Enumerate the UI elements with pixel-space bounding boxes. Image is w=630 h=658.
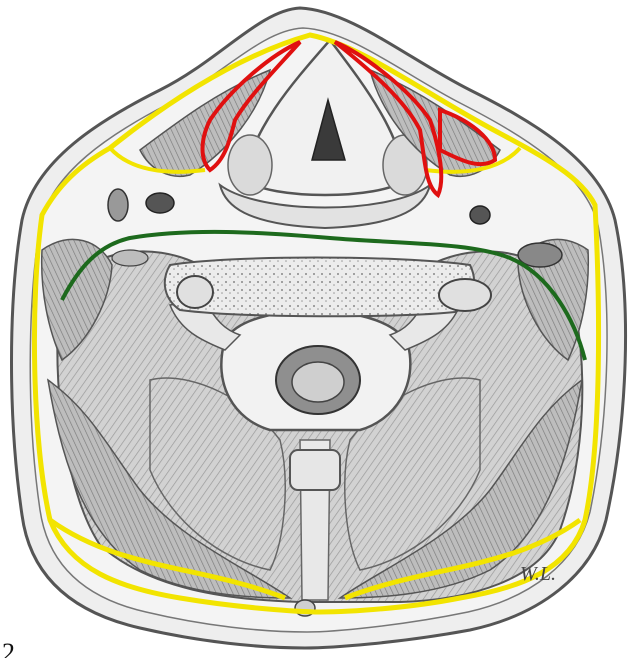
spinal-cord	[292, 362, 344, 402]
jugular-right	[518, 243, 562, 267]
jugular-left	[108, 189, 128, 221]
corner-label: 2	[2, 640, 15, 658]
spinous-process	[290, 450, 340, 490]
thyroid-lobe-left	[228, 135, 272, 195]
carotid-right	[470, 206, 490, 224]
carotid-left	[146, 193, 174, 213]
vertebral-artery-right	[439, 279, 491, 311]
signature-lettering: W.L.	[520, 563, 556, 585]
vertebral-artery-left	[177, 276, 213, 308]
vessel-small-left	[112, 250, 148, 266]
